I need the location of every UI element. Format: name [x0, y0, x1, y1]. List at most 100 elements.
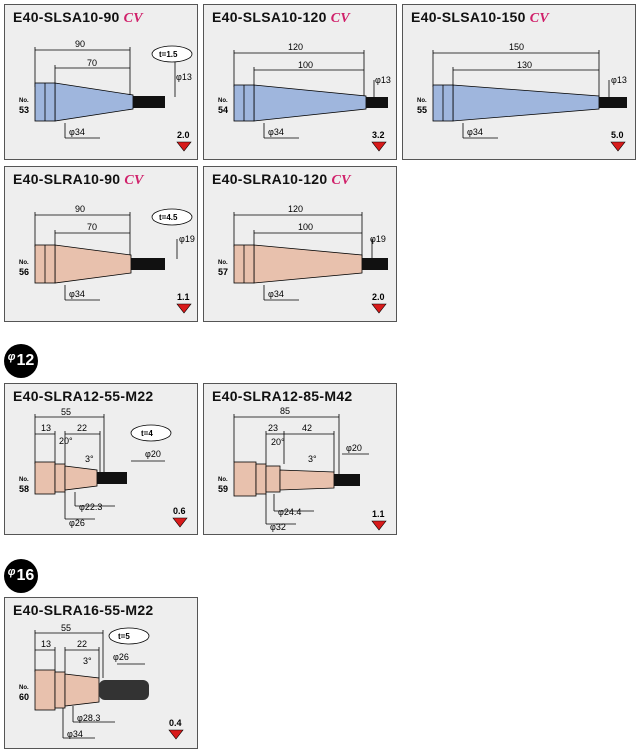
weight-value: 0.6 [173, 506, 186, 516]
mid-diameter: φ22.3 [79, 502, 102, 512]
weight-arrow-icon [371, 303, 387, 314]
angle-label: 3° [83, 656, 92, 666]
angle-label: 3° [308, 454, 317, 464]
no-label: No. [19, 685, 29, 691]
no-label: No. [218, 260, 228, 266]
weight-value: 3.2 [372, 130, 385, 140]
dim-label: 23 [268, 423, 278, 433]
card-title: E40-SLRA16-55-M22 [13, 602, 154, 618]
dim-label: 13 [41, 423, 51, 433]
tool-card: E40-SLRA16-55-M22 No. 60 55 13 22 3° t=5… [4, 597, 198, 749]
tool-drawing: No. 56 90 70 t=4.5 φ19 φ34 1.1 [19, 204, 195, 314]
no-label: No. [19, 477, 29, 483]
tip-diameter: φ13 [375, 75, 391, 85]
dim-label: 90 [75, 39, 85, 49]
tip-diameter: φ20 [145, 449, 161, 459]
weight-value: 2.0 [177, 130, 190, 140]
tool-drawing: No. 60 55 13 22 3° t=5 φ26 φ28.3 φ34 0.4 [19, 623, 184, 740]
weight-arrow-icon [610, 141, 626, 152]
dim-label: 55 [61, 407, 71, 417]
dim-label: 100 [298, 222, 313, 232]
thickness-label: t=1.5 [159, 50, 178, 59]
thickness-label: t=5 [118, 632, 130, 641]
dim-label: 55 [61, 623, 71, 633]
no-value: 53 [19, 105, 29, 115]
dim-label: 150 [509, 42, 524, 52]
base-diameter: φ34 [268, 289, 284, 299]
no-value: 60 [19, 692, 29, 702]
tip-diameter: φ13 [176, 72, 192, 82]
weight-arrow-icon [172, 517, 188, 528]
dim-label: 13 [41, 639, 51, 649]
base-diameter: φ34 [67, 729, 83, 739]
base-diameter: φ26 [69, 518, 85, 528]
no-value: 56 [19, 267, 29, 277]
weight-value: 1.1 [372, 509, 385, 519]
dim-label: 90 [75, 204, 85, 214]
tool-drawing: No. 53 90 70 t=1.5 φ13 φ34 2.0 [19, 39, 193, 152]
tool-drawing: No. 59 85 23 42 20° 3° φ20 φ24.4 φ32 1.1 [218, 406, 387, 532]
tool-drawing: No. 55 150 130 φ13 φ34 5.0 [417, 42, 627, 152]
angle-label: 3° [85, 454, 94, 464]
phi-symbol: φ [7, 566, 16, 578]
dim-label: 22 [77, 639, 87, 649]
no-label: No. [19, 260, 29, 266]
tip-diameter: φ26 [113, 652, 129, 662]
dim-label: 100 [298, 60, 313, 70]
weight-arrow-icon [371, 141, 387, 152]
tool-card: E40-SLRA12-55-M22 No. 58 55 13 22 20° 3°… [4, 383, 198, 535]
weight-value: 2.0 [372, 292, 385, 302]
tip-diameter: φ19 [179, 234, 195, 244]
no-value: 58 [19, 484, 29, 494]
no-value: 55 [417, 105, 427, 115]
thickness-label: t=4.5 [159, 213, 178, 222]
tool-card: E40-SLRA12-85-M42 No. 59 85 23 42 20° 3°… [203, 383, 397, 535]
weight-arrow-icon [176, 303, 192, 314]
dim-label: 130 [517, 60, 532, 70]
dim-label: 120 [288, 42, 303, 52]
no-value: 57 [218, 267, 228, 277]
card-title: E40-SLRA12-85-M42 [212, 388, 353, 404]
dim-label: 22 [77, 423, 87, 433]
badge-label: 16 [16, 567, 35, 584]
weight-value: 0.4 [169, 718, 182, 728]
mid-diameter: φ24.4 [278, 507, 301, 517]
tool-drawing: No. 54 120 100 φ13 φ34 3.2 [218, 42, 391, 152]
tip-diameter: φ13 [611, 75, 627, 85]
dim-label: 42 [302, 423, 312, 433]
phi-symbol: φ [7, 351, 16, 363]
no-label: No. [417, 98, 427, 104]
no-label: No. [218, 98, 228, 104]
base-diameter: φ34 [268, 127, 284, 137]
dim-label: 70 [87, 222, 97, 232]
base-diameter: φ34 [467, 127, 483, 137]
tool-drawing: No. 57 120 100 φ19 φ34 2.0 [218, 204, 388, 314]
tip-diameter: φ20 [346, 443, 362, 453]
weight-arrow-icon [168, 729, 184, 740]
thickness-label: t=4 [141, 429, 153, 438]
no-value: 54 [218, 105, 228, 115]
dim-label: 85 [280, 406, 290, 416]
no-label: No. [19, 98, 29, 104]
weight-value: 1.1 [177, 292, 190, 302]
dim-label: 70 [87, 58, 97, 68]
angle-label: 20° [271, 437, 285, 447]
tip-diameter: φ19 [370, 234, 386, 244]
base-diameter: φ34 [69, 127, 85, 137]
card-title: E40-SLRA12-55-M22 [13, 388, 154, 404]
dim-label: 120 [288, 204, 303, 214]
no-value: 59 [218, 484, 228, 494]
mid-diameter: φ28.3 [77, 713, 100, 723]
weight-arrow-icon [371, 520, 387, 531]
badge-label: 12 [16, 352, 35, 369]
